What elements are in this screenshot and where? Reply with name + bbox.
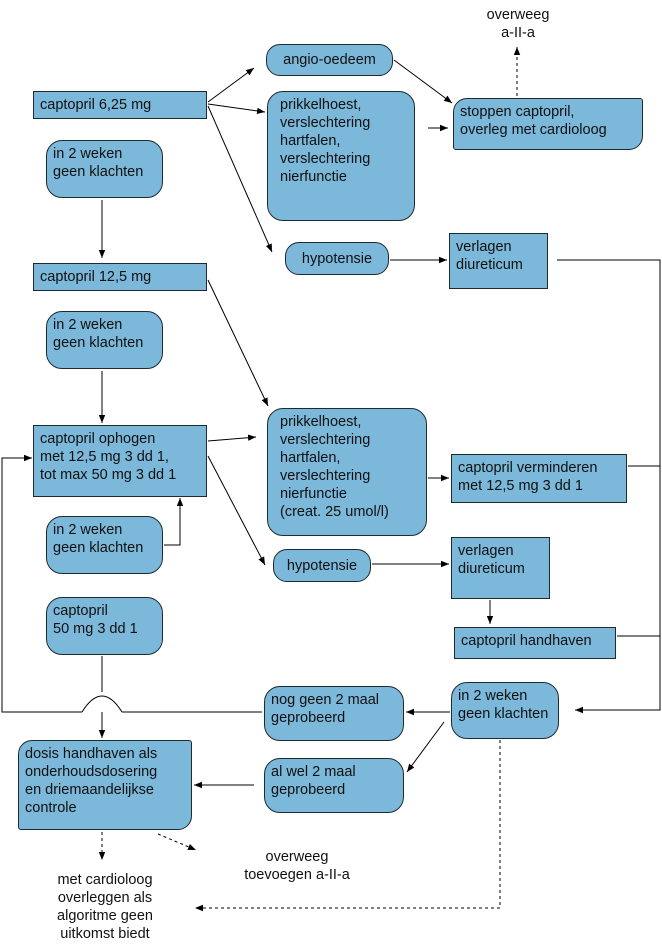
box-stoppen-captopril: stoppen captopril, overleg met cardioloo… [453, 98, 643, 150]
box-prikkelhoest-2: prikkelhoest, verslechtering hartfalen, … [267, 408, 427, 536]
box-weken-3: in 2 weken geen klachten [46, 516, 163, 574]
box-al-wel-2-maal: al wel 2 maal geprobeerd [264, 758, 404, 813]
hex-overweeg-a-ii-a: overweeg a-II-a [450, 2, 586, 46]
box-weken-2: in 2 weken geen klachten [46, 311, 163, 369]
box-verlagen-diureticum-2: verlagen diureticum [451, 537, 550, 599]
box-captopril-12-5: captopril 12,5 mg [33, 263, 207, 291]
box-captopril-50: captopril 50 mg 3 dd 1 [46, 597, 163, 655]
box-captopril-handhaven: captopril handhaven [454, 627, 616, 659]
box-hypotensie-1: hypotensie [285, 242, 389, 275]
box-angio-oedeem: angio-oedeem [266, 44, 393, 76]
box-verlagen-diureticum-1: verlagen diureticum [449, 233, 548, 289]
box-captopril-ophogen: captopril ophogen met 12,5 mg 3 dd 1, to… [33, 425, 207, 497]
box-dosis-handhaven: dosis handhaven als onderhoudsdosering e… [18, 740, 192, 830]
box-weken-1: in 2 weken geen klachten [46, 140, 163, 198]
box-captopril-verminderen: captopril verminderen met 12,5 mg 3 dd 1 [451, 454, 627, 503]
box-weken-final: in 2 weken geen klachten [451, 682, 559, 739]
hex-overweeg-toevoegen-label: overweeg toevoegen a-II-a [244, 849, 350, 883]
hex-cardioloog-overleggen: met cardioloog overleggen als algoritme … [18, 864, 192, 950]
hex-overweeg-a-ii-a-label: overweeg a-II-a [486, 7, 550, 41]
box-captopril-6-25: captopril 6,25 mg [33, 91, 207, 119]
hex-cardioloog-label: met cardioloog overleggen als algoritme … [57, 872, 153, 942]
box-prikkelhoest-1: prikkelhoest, verslechtering hartfalen, … [267, 91, 415, 221]
hex-overweeg-toevoegen: overweeg toevoegen a-II-a [196, 842, 398, 890]
box-hypotensie-2: hypotensie [273, 549, 371, 582]
box-nog-geen-2-maal: nog geen 2 maal geprobeerd [264, 686, 404, 741]
